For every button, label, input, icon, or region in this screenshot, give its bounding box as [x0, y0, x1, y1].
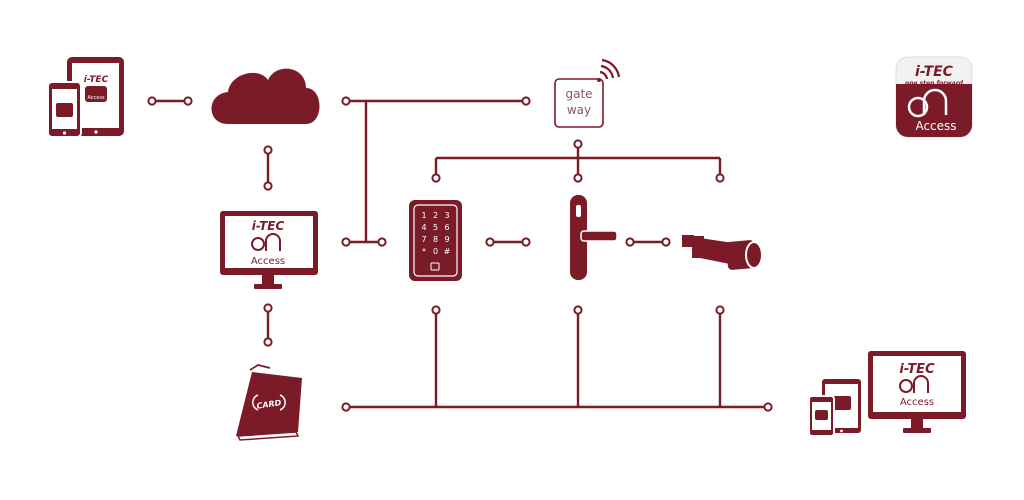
- node-dot: [485, 237, 495, 247]
- node-dot: [625, 237, 635, 247]
- keypad-key: 3: [444, 211, 449, 220]
- contactless-waves-icon: [252, 394, 286, 411]
- node-dot: [183, 96, 193, 106]
- node-dot: [573, 305, 583, 315]
- wifi-signal-icon: [597, 58, 621, 82]
- connection-dots: [147, 96, 773, 412]
- node-dot: [573, 139, 583, 149]
- node-dot: [263, 337, 273, 347]
- node-dot: [573, 173, 583, 183]
- node-dot: [377, 237, 387, 247]
- app-tagline: one step forward: [905, 80, 964, 87]
- card-reader-icon: CARD: [236, 364, 302, 441]
- tablet-brand: i-TEC: [84, 75, 109, 85]
- keypad-key: *: [422, 247, 426, 256]
- connection-lines: [152, 99, 768, 409]
- node-dot: [715, 305, 725, 315]
- node-dot: [341, 402, 351, 412]
- on-logo-icon: [907, 88, 948, 118]
- node-dot: [263, 145, 273, 155]
- node-dot: [263, 303, 273, 313]
- keypad-key: 2: [433, 211, 438, 220]
- keypad-key: 4: [421, 223, 426, 232]
- cctv-camera-icon: [682, 235, 763, 270]
- keypad-key: 8: [433, 235, 438, 244]
- gateway-label-line1: gate: [565, 87, 592, 101]
- gateway-box: gate way: [554, 58, 621, 128]
- door-handle-icon: [570, 195, 618, 280]
- keypad-key: 1: [421, 211, 426, 220]
- node-dot: [661, 237, 671, 247]
- tablet-access-label: Access: [87, 95, 105, 101]
- node-dot: [431, 173, 441, 183]
- keypad-key: 0: [433, 247, 438, 256]
- desktop-access-monitor: i-TEC Access: [220, 211, 318, 289]
- multi-monitor-brand: i-TEC: [899, 362, 935, 377]
- multi-device-access-icon: i-TEC Access: [808, 351, 966, 437]
- multi-monitor-product: Access: [900, 397, 934, 408]
- keypad-key: 6: [444, 223, 449, 232]
- monitor-brand: i-TEC: [252, 219, 285, 233]
- node-dot: [521, 237, 531, 247]
- node-dot: [147, 96, 157, 106]
- cloud-icon: [211, 68, 320, 124]
- gateway-label-line2: way: [567, 103, 591, 117]
- keypad-key: #: [444, 247, 451, 256]
- node-dot: [521, 96, 531, 106]
- keypad-key: 7: [421, 235, 426, 244]
- node-dot: [341, 237, 351, 247]
- monitor-product: Access: [251, 256, 285, 267]
- on-logo-icon: [251, 233, 281, 251]
- node-dot: [341, 96, 351, 106]
- keypad-key: 9: [444, 235, 449, 244]
- app-product: Access: [915, 119, 956, 133]
- keypad-key: 5: [433, 223, 438, 232]
- mobile-devices-icon: i-TEC Access: [47, 57, 124, 138]
- card-label: CARD: [256, 398, 282, 410]
- app-brand: i-TEC: [915, 64, 954, 80]
- node-dot: [431, 305, 441, 315]
- on-logo-icon: [899, 375, 929, 393]
- node-dot: [263, 181, 273, 191]
- node-dot: [763, 402, 773, 412]
- app-icon: i-TEC one step forward Access: [895, 56, 973, 138]
- node-dot: [715, 173, 725, 183]
